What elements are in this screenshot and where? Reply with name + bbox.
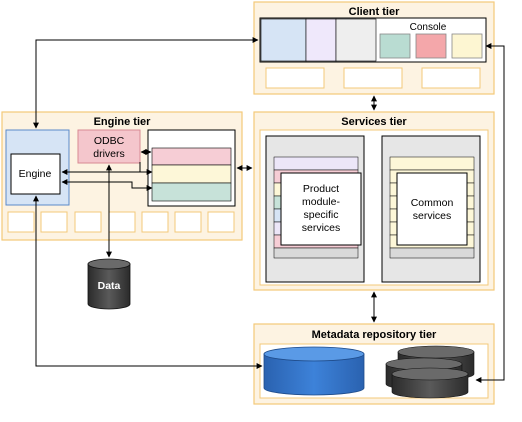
engine-slot <box>108 211 136 233</box>
common-services-line: services <box>413 210 452 222</box>
metadata-tier-title: Metadata repository tier <box>312 329 437 341</box>
engine-box <box>10 153 61 195</box>
data-store-label: Data <box>98 280 121 292</box>
engine-slot <box>40 211 68 233</box>
engine-slot <box>174 211 202 233</box>
connector-client-engine <box>33 37 259 129</box>
client-slot <box>265 67 325 89</box>
common-services-box <box>396 172 468 246</box>
engine-tier-title: Engine tier <box>94 116 152 128</box>
engine-tier: Engine tier Engine ODBC drivers <box>1 111 243 241</box>
client-panel-gray <box>335 18 377 62</box>
connector-engine-components-bottom <box>61 179 153 191</box>
product-services-line: services <box>302 222 341 234</box>
common-services-line: Common <box>411 197 454 209</box>
odbc-drivers-box <box>77 129 141 164</box>
console-panel-pink <box>415 33 447 59</box>
client-tier-title: Client tier <box>349 6 400 18</box>
product-stack-layer <box>273 247 359 259</box>
client-panel-blue <box>260 18 307 62</box>
product-services-line: Product <box>303 183 339 195</box>
console-panel-yellow <box>451 33 483 59</box>
common-stack-layer <box>389 156 475 171</box>
repository-cylinder-icon <box>263 346 365 396</box>
engine-layer-green <box>151 182 232 202</box>
product-services-line: module- <box>302 196 340 208</box>
odbc-label-line2: drivers <box>93 148 125 160</box>
product-services-line: specific <box>303 209 338 221</box>
services-tier: Services tier Product module- specific s… <box>253 111 495 291</box>
engine-label: Engine <box>19 168 52 180</box>
connectors <box>33 37 505 383</box>
metadata-repository-tier: Metadata repository tier <box>253 323 495 405</box>
engine-slot <box>7 211 35 233</box>
engine-slot <box>207 211 235 233</box>
client-slot <box>421 67 481 89</box>
repository-database-stack-icon <box>385 345 475 399</box>
connector-client-metadata <box>475 43 505 383</box>
engine-slot <box>74 211 102 233</box>
connector-engine-metadata <box>33 195 263 369</box>
engine-layer-pink <box>151 147 232 166</box>
engine-layer-yellow <box>151 164 232 184</box>
console-panel-teal <box>379 33 411 59</box>
client-slot <box>343 67 403 89</box>
client-tier: Client tier Console <box>253 1 495 95</box>
engine-slot <box>141 211 169 233</box>
common-stack-layer <box>389 247 475 259</box>
console-label: Console <box>410 22 447 33</box>
client-panel-lavender <box>305 18 337 62</box>
product-stack-layer <box>273 156 359 171</box>
odbc-label-line1: ODBC <box>94 135 125 147</box>
services-tier-title: Services tier <box>341 116 407 128</box>
product-services-box <box>280 172 362 246</box>
